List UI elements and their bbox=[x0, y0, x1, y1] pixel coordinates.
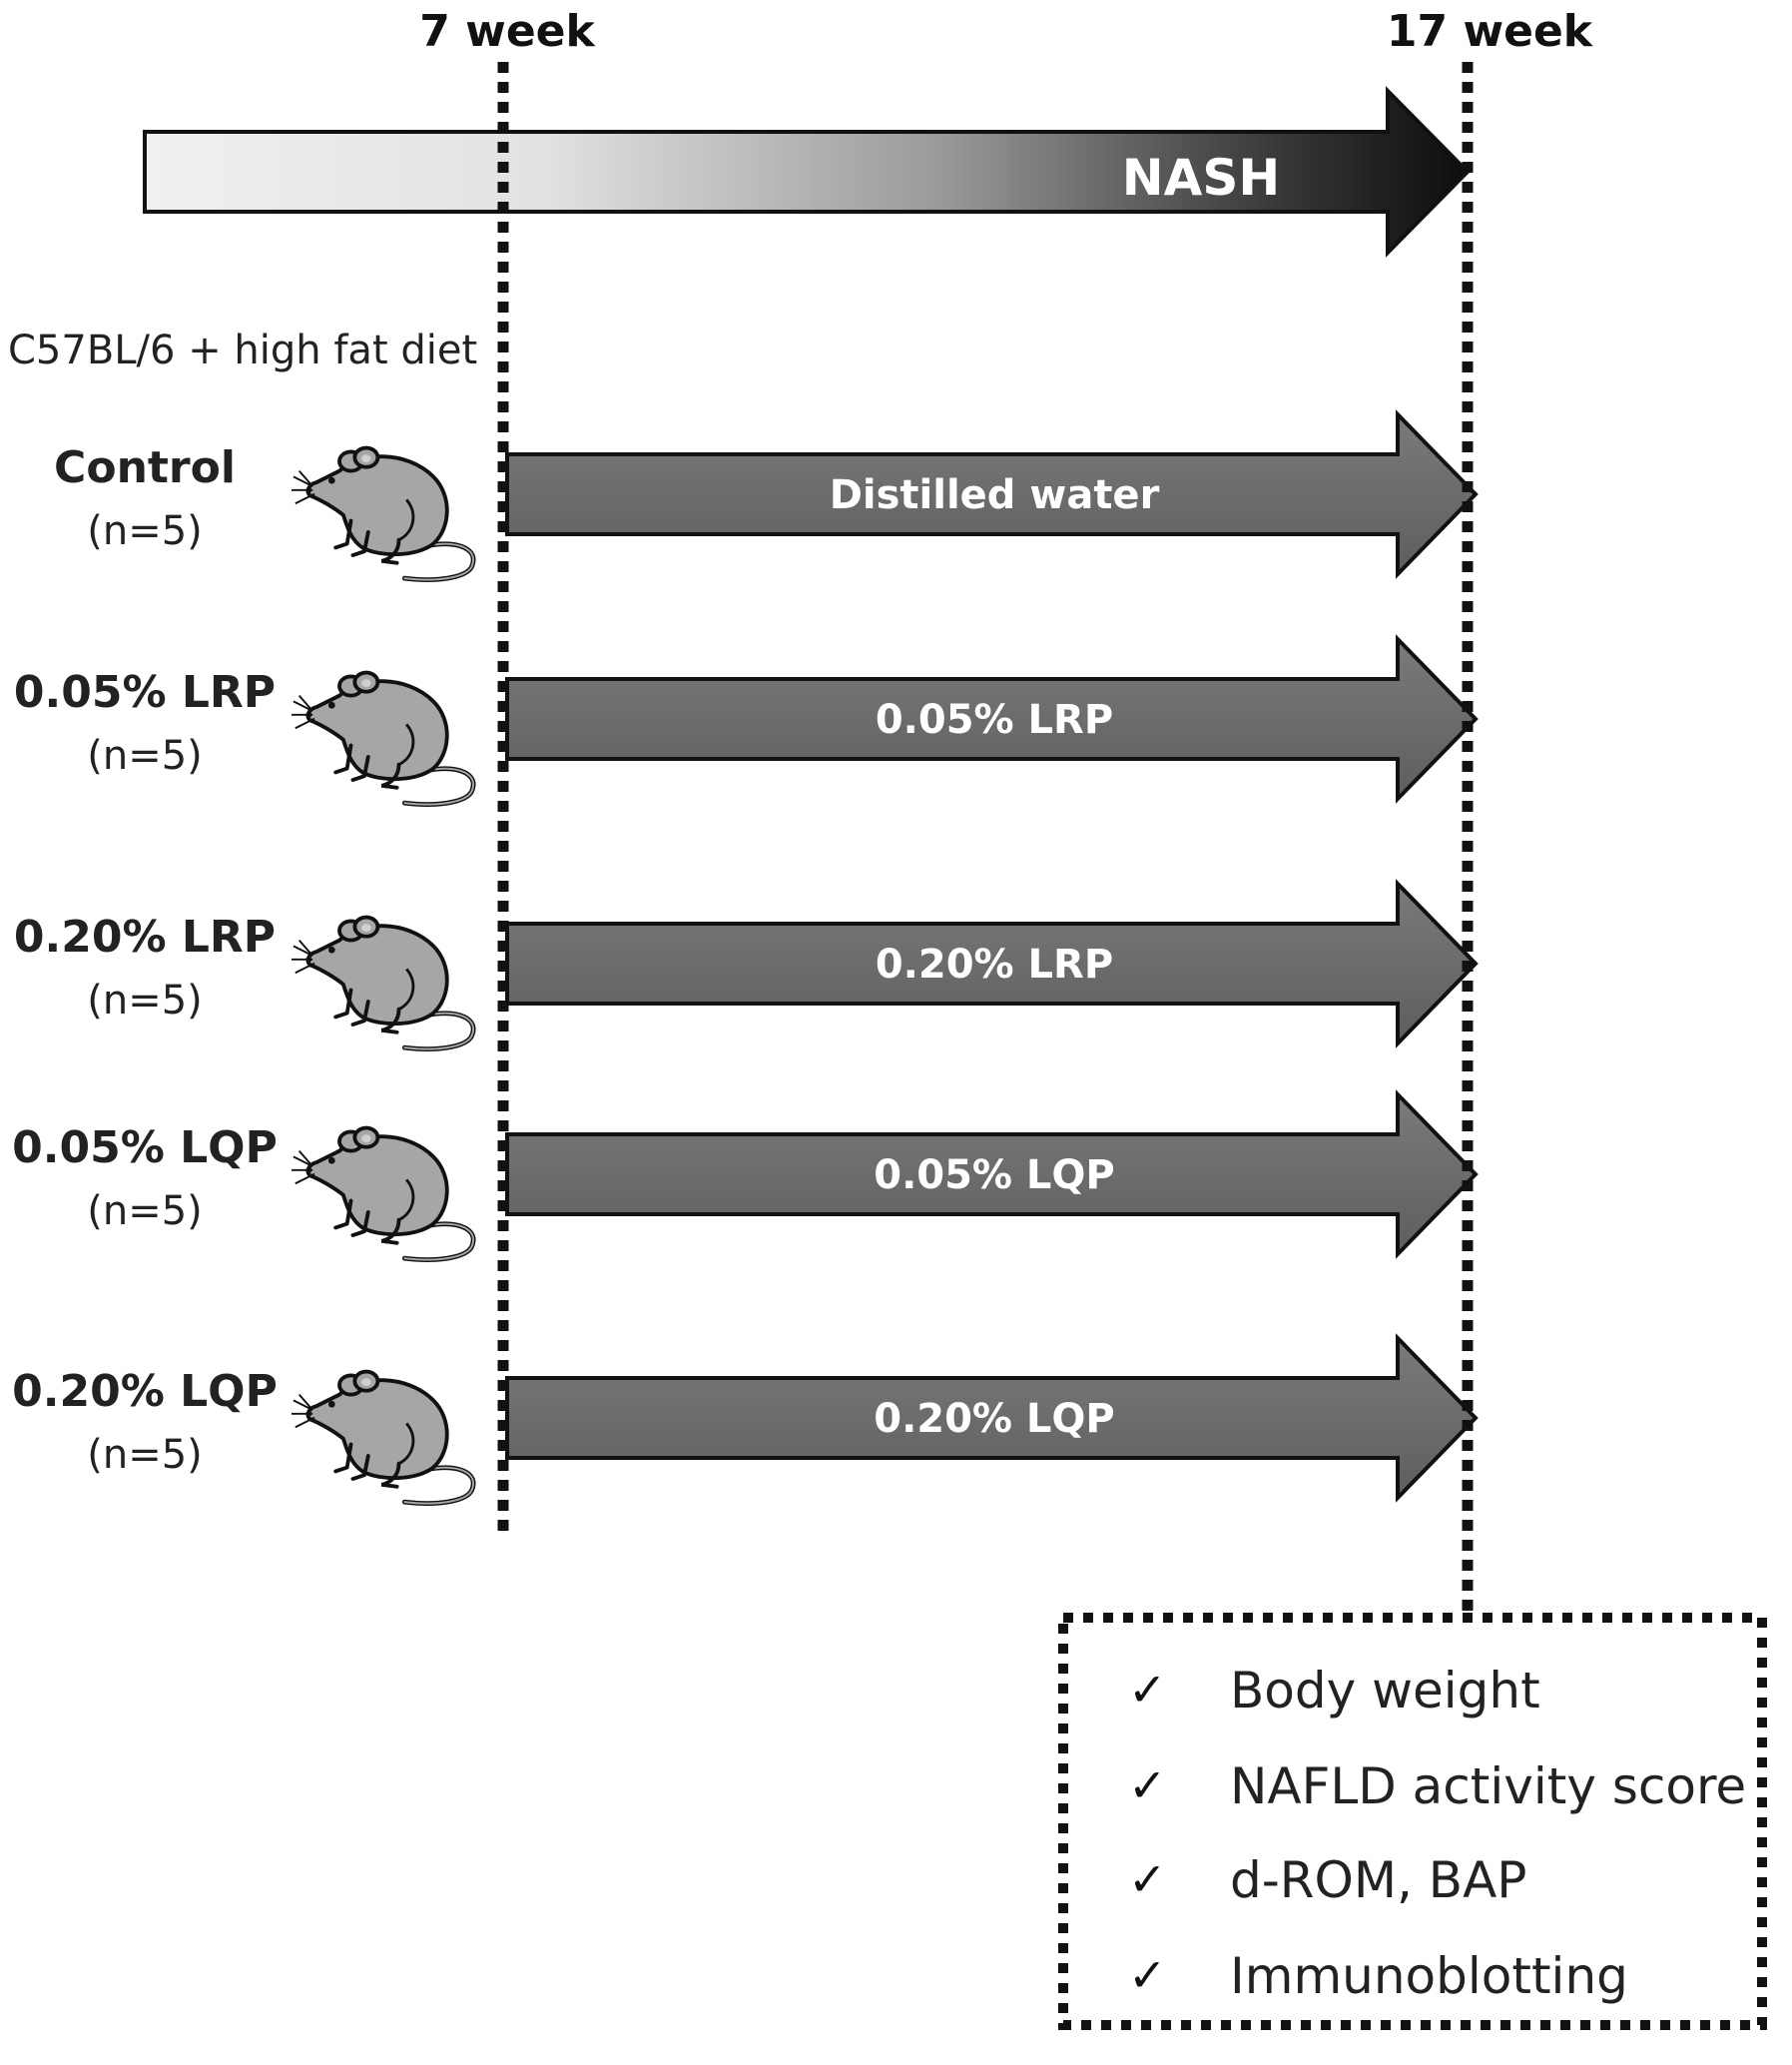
check-icon: ✓ bbox=[1128, 1852, 1167, 1906]
group-row: 0.05% LRP (n=5) 0.05% LRP bbox=[14, 634, 1479, 805]
outcome-label: d-ROM, BAP bbox=[1230, 1851, 1526, 1909]
mouse-icon bbox=[292, 448, 473, 580]
outcome-item: ✓ NAFLD activity score bbox=[1128, 1757, 1746, 1815]
mouse-icon bbox=[292, 1128, 473, 1260]
nash-label: NASH bbox=[1122, 149, 1280, 207]
start-week-label: 7 week bbox=[419, 6, 596, 57]
check-icon: ✓ bbox=[1128, 1758, 1167, 1812]
group-size: (n=5) bbox=[87, 978, 203, 1024]
treatment-label: 0.05% LQP bbox=[874, 1152, 1115, 1198]
outcomes-box: ✓ Body weight ✓ NAFLD activity score ✓ d-ROM,… bbox=[1058, 1613, 1767, 2030]
group-size: (n=5) bbox=[87, 733, 203, 779]
mouse-icon bbox=[292, 918, 473, 1049]
group-size: (n=5) bbox=[87, 1432, 203, 1478]
mouse-icon bbox=[292, 1372, 473, 1504]
group-row: Control (n=5) Distilled water bbox=[54, 409, 1479, 580]
group-name: 0.05% LQP bbox=[12, 1122, 278, 1173]
group-rows: Control (n=5) Distilled water 0.05% LRP (n=5… bbox=[12, 409, 1479, 1504]
outcome-item: ✓ Body weight bbox=[1128, 1662, 1540, 1720]
nash-progression-arrow: NASH bbox=[143, 86, 1471, 258]
group-size: (n=5) bbox=[87, 508, 203, 554]
model-label: C57BL/6 + high fat diet bbox=[8, 328, 477, 373]
group-size: (n=5) bbox=[87, 1188, 203, 1234]
group-name: 0.20% LQP bbox=[12, 1366, 278, 1417]
outcome-item: ✓ Immunoblotting bbox=[1128, 1947, 1628, 2005]
end-week-label: 17 week bbox=[1387, 6, 1594, 57]
outcome-label: NAFLD activity score bbox=[1230, 1757, 1746, 1815]
treatment-label: 0.20% LRP bbox=[876, 942, 1113, 988]
outcome-label: Immunoblotting bbox=[1230, 1947, 1628, 2005]
treatment-label: 0.05% LRP bbox=[876, 697, 1113, 743]
outcome-item: ✓ d-ROM, BAP bbox=[1128, 1851, 1526, 1909]
treatment-label: Distilled water bbox=[830, 472, 1160, 518]
treatment-arrow: 0.05% LQP bbox=[505, 1089, 1479, 1259]
check-icon: ✓ bbox=[1128, 1663, 1167, 1717]
group-row: 0.20% LQP (n=5) 0.20% LQP bbox=[12, 1333, 1479, 1504]
mouse-icon bbox=[292, 673, 473, 805]
group-row: 0.20% LRP (n=5) 0.20% LRP bbox=[14, 879, 1479, 1049]
treatment-arrow: 0.05% LRP bbox=[505, 634, 1479, 804]
group-row: 0.05% LQP (n=5) 0.05% LQP bbox=[12, 1089, 1479, 1260]
outcome-label: Body weight bbox=[1230, 1662, 1540, 1720]
treatment-arrow: Distilled water bbox=[505, 409, 1479, 579]
check-icon: ✓ bbox=[1128, 1948, 1167, 2002]
group-name: Control bbox=[54, 442, 236, 493]
group-name: 0.20% LRP bbox=[14, 912, 276, 963]
treatment-arrow: 0.20% LQP bbox=[505, 1333, 1479, 1503]
treatment-label: 0.20% LQP bbox=[874, 1396, 1115, 1442]
treatment-arrow: 0.20% LRP bbox=[505, 879, 1479, 1048]
group-name: 0.05% LRP bbox=[14, 667, 276, 718]
